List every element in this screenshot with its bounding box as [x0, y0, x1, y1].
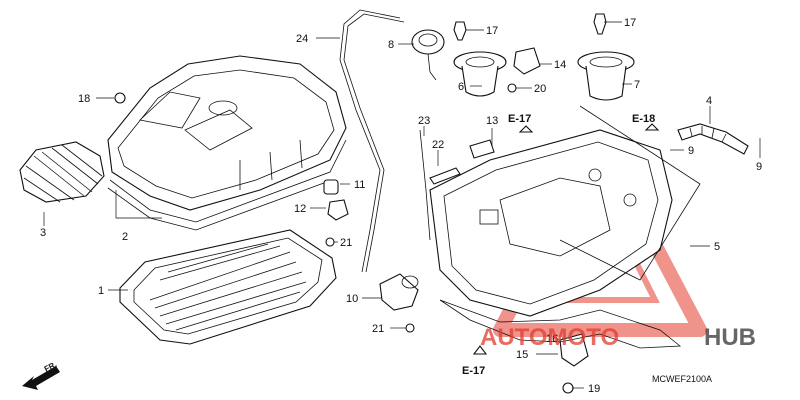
- ref-e17-top: E-17: [508, 113, 531, 125]
- callout-7: 7: [634, 79, 640, 91]
- callout-22: 22: [432, 139, 444, 151]
- funnel-7: [577, 51, 635, 101]
- ref-e18: E-18: [632, 113, 655, 125]
- callout-3: 3: [40, 227, 46, 239]
- callout-19: 19: [588, 383, 600, 395]
- callout-17a: 17: [486, 25, 498, 37]
- air-cleaner-housing: [429, 105, 701, 317]
- callout-9b: 9: [756, 161, 762, 173]
- callout-4: 4: [706, 95, 712, 107]
- callout-23: 23: [418, 115, 430, 127]
- front-marker: FR.: [22, 360, 60, 390]
- callout-1: 1: [98, 285, 104, 297]
- callout-14: 14: [554, 59, 566, 71]
- callout-9a: 9: [688, 145, 694, 157]
- ref-e17-bottom: E-17: [462, 365, 485, 377]
- callouts: 1 2 3 4 5 6 7 8 9 9 10 11 12 13 14 15 16…: [40, 17, 762, 395]
- watermark-text-main: AUTOMOTO: [480, 324, 619, 351]
- air-filter-element: [119, 229, 337, 345]
- small-parts: [323, 47, 589, 367]
- callout-18: 18: [78, 93, 90, 105]
- diagram-code: MCWEF2100A: [652, 374, 712, 384]
- vacuum-tube: [339, 9, 405, 273]
- air-cleaner-cover: [107, 55, 347, 231]
- callout-11: 11: [354, 179, 365, 191]
- callout-8: 8: [388, 39, 394, 51]
- callout-12: 12: [294, 203, 306, 215]
- breather-hose: [677, 123, 749, 155]
- callout-21b: 21: [372, 323, 384, 335]
- callout-20: 20: [534, 83, 546, 95]
- callout-24: 24: [296, 33, 308, 45]
- callout-17b: 17: [624, 17, 636, 29]
- callout-21a: 21: [340, 237, 352, 249]
- callout-13: 13: [486, 115, 498, 127]
- air-funnel: [19, 141, 105, 203]
- callout-2: 2: [122, 231, 128, 243]
- callout-5: 5: [714, 241, 720, 253]
- watermark-text: AUTOMOTO HUB: [480, 324, 756, 351]
- valve: [411, 29, 445, 81]
- seal-gasket: [439, 299, 682, 349]
- section-refs: E-17 E-18 E-17: [462, 113, 660, 377]
- fuel-filter: [379, 273, 419, 311]
- leader-lines: [43, 21, 761, 389]
- watermark-text-hub: HUB: [704, 324, 756, 351]
- funnel-6: [453, 51, 507, 97]
- front-arrow-icon: [22, 366, 60, 390]
- callout-15: 15: [516, 349, 528, 361]
- callout-6: 6: [458, 81, 464, 93]
- callout-10: 10: [346, 293, 358, 305]
- callout-16: 16: [546, 333, 558, 345]
